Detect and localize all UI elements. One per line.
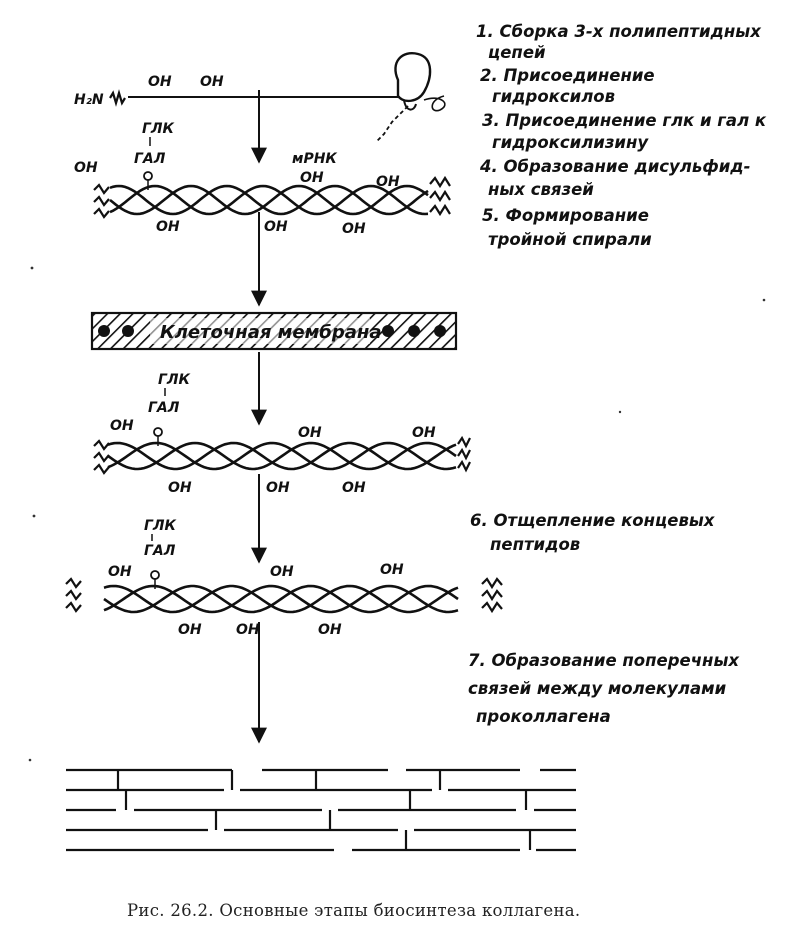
- cleaved-peptide-zigzag: [481, 577, 503, 590]
- end-peptide-zigzag: [457, 435, 471, 449]
- cleaved-peptide-zigzag: [65, 601, 82, 613]
- helix-strand-3: [103, 584, 459, 614]
- end-peptide-zigzag: [429, 203, 451, 217]
- sugar-node-icon: [153, 427, 163, 437]
- oh-label: OH: [110, 418, 134, 434]
- membrane-pore-icon: [382, 325, 394, 337]
- end-peptide-zigzag: [457, 459, 471, 473]
- oh-label: OH: [178, 622, 202, 638]
- polypeptide-chain: H₂N OH OH: [74, 52, 446, 143]
- figure-caption: Рис. 26.2. Основные этапы биосинтеза кол…: [127, 901, 580, 920]
- oh-label: OH: [298, 425, 322, 441]
- step-1-line-2: цепей: [488, 43, 546, 62]
- gal-label: ГАЛ: [148, 400, 180, 416]
- step-2-line-2: гидроксилов: [492, 87, 615, 106]
- oh-label: OH: [342, 221, 366, 237]
- oh-label: OH: [300, 170, 324, 186]
- step-5-line-1: 5. Формирование: [482, 206, 649, 225]
- triple-helix-3: ГЛК ГАЛ OH OH OH OH OH OH: [65, 518, 503, 638]
- oh-label: OH: [270, 564, 294, 580]
- oh-label: OH: [318, 622, 342, 638]
- helix-strand-1: [103, 584, 459, 614]
- step-list: 1. Сборка 3-х полипептидных цепей 2. При…: [468, 22, 767, 726]
- end-peptide-zigzag: [457, 447, 471, 461]
- step-3-line-1: 3. Присоединение глк и гал к: [482, 111, 767, 130]
- oh-label: OH: [108, 564, 132, 580]
- sugar-node-icon: [143, 171, 153, 181]
- oh-label: OH: [156, 219, 180, 235]
- cleaved-peptide-zigzag: [65, 577, 82, 589]
- helix-strands: [109, 184, 429, 216]
- helix-strand-1: [109, 184, 429, 216]
- gal-label: ГАЛ: [144, 543, 176, 559]
- step-4-line-1: 4. Образование дисульфид-: [479, 157, 750, 176]
- triple-helix-1: ГЛК ГАЛ OH мРНК OH OH OH OH OH: [74, 121, 451, 237]
- step-1-line-1: 1. Сборка 3-х полипептидных: [476, 22, 762, 41]
- glk-label: ГЛК: [158, 372, 191, 388]
- oh-label: OH: [200, 74, 224, 90]
- step-7-line-1: 7. Образование поперечных: [468, 651, 740, 670]
- step-6-line-2: пептидов: [490, 535, 580, 554]
- helix-strand-3: [109, 184, 429, 216]
- oh-label: OH: [236, 622, 260, 638]
- membrane-text-bg: [150, 318, 370, 344]
- h2n-label: H₂N: [74, 92, 104, 108]
- cleaved-peptide-zigzag: [481, 589, 503, 602]
- helix-strand-2: [109, 184, 429, 216]
- step-7-line-2: связей между молекулами: [468, 679, 727, 698]
- chain-start-zigzag: [109, 89, 126, 107]
- mrna-strand: [375, 105, 409, 143]
- end-peptide-zigzag: [93, 183, 110, 195]
- membrane-pore-icon: [122, 325, 134, 337]
- triple-helix-2: ГЛК ГАЛ OH OH OH OH OH OH: [93, 372, 471, 496]
- oh-label: OH: [412, 425, 436, 441]
- oh-label: OH: [342, 480, 366, 496]
- end-peptide-zigzag: [93, 439, 110, 451]
- membrane-pore-icon: [408, 325, 420, 337]
- helix-strand-2: [103, 584, 459, 614]
- step-2-line-1: 2. Присоединение: [480, 66, 655, 85]
- cleaved-peptide-zigzag: [481, 601, 503, 614]
- scan-specks: [28, 266, 766, 762]
- oh-label: OH: [380, 562, 404, 578]
- sugar-node-icon: [150, 570, 160, 580]
- oh-label: OH: [74, 160, 98, 176]
- end-peptide-zigzag: [429, 189, 451, 203]
- end-peptide-zigzag: [93, 463, 110, 475]
- ribosome-icon: [403, 99, 417, 111]
- helix-strand-1: [107, 441, 457, 471]
- glk-label: ГЛК: [142, 121, 175, 137]
- oh-label: OH: [148, 74, 172, 90]
- membrane-pore-icon: [98, 325, 110, 337]
- oh-label: OH: [376, 174, 400, 190]
- helix-strand-2: [107, 441, 457, 471]
- cleaved-peptide-zigzag: [65, 589, 82, 601]
- end-peptide-zigzag: [93, 195, 110, 207]
- step-4-line-2: ных связей: [488, 180, 594, 199]
- oh-label: OH: [264, 219, 288, 235]
- membrane-pore-icon: [434, 325, 446, 337]
- end-peptide-zigzag: [93, 207, 110, 219]
- glk-label: ГЛК: [144, 518, 177, 534]
- mrna-strand: [423, 95, 446, 112]
- ribosome-icon: [394, 52, 432, 103]
- mrnk-label: мРНК: [292, 151, 337, 167]
- oh-label: OH: [266, 480, 290, 496]
- membrane-label: Клеточная мембрана: [160, 322, 381, 343]
- helix-strand-3: [107, 441, 457, 471]
- gal-label: ГАЛ: [134, 151, 166, 167]
- collagen-fibril: [66, 768, 576, 852]
- step-7-line-3: проколлагена: [476, 707, 611, 726]
- step-3-line-2: гидроксилизину: [492, 133, 649, 152]
- cell-membrane: Клеточная мембрана: [90, 311, 458, 351]
- oh-label: OH: [168, 480, 192, 496]
- helix-strands: [107, 441, 457, 471]
- end-peptide-zigzag: [93, 451, 110, 463]
- step-5-line-2: тройной спирали: [488, 230, 652, 249]
- step-6-line-1: 6. Отщепление концевых: [470, 511, 716, 530]
- end-peptide-zigzag: [429, 175, 451, 189]
- helix-strands: [103, 584, 459, 614]
